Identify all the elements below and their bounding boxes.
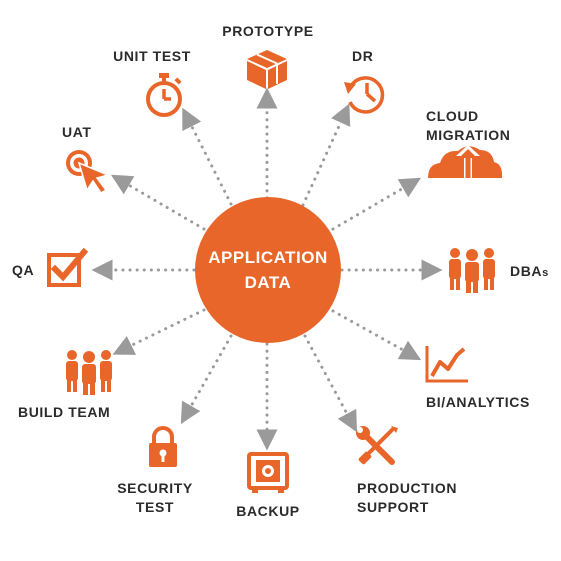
people-group-icon <box>446 246 498 294</box>
hub-title-line2: DATA <box>244 273 292 292</box>
node-unit-test-label: UNIT TEST <box>113 48 191 64</box>
connector-bi <box>331 309 422 361</box>
padlock-icon <box>147 426 179 468</box>
connector-unit-test <box>182 107 233 206</box>
connector-build-team <box>112 308 206 355</box>
safe-icon <box>247 452 289 494</box>
line-chart-icon <box>424 344 470 384</box>
box-icon <box>245 48 289 90</box>
node-backup-label: BACKUP <box>236 503 300 519</box>
connector-uat <box>110 174 206 231</box>
connector-cloud <box>331 177 422 231</box>
hub-circle: APPLICATION DATA <box>195 197 341 343</box>
connector-security <box>180 334 233 425</box>
node-cloud-label: CLOUD MIGRATION <box>426 108 511 143</box>
node-production-label: PRODUCTION SUPPORT <box>357 480 458 515</box>
node-security-label: SECURITY TEST <box>117 480 193 515</box>
wrench-screwdriver-icon <box>354 424 400 470</box>
connector-dr <box>301 103 351 207</box>
hub-title-line1: APPLICATION <box>208 248 328 267</box>
checkbox-icon <box>46 248 88 290</box>
connector-production <box>303 334 357 433</box>
clock-restore-icon <box>342 72 388 116</box>
node-build-team-label: BUILD TEAM <box>18 404 111 420</box>
node-dbas-label: DBAs <box>510 263 549 279</box>
node-qa-label: QA <box>12 262 35 278</box>
stopwatch-icon <box>144 72 184 118</box>
node-bi-label: BI/ANALYTICS <box>426 394 530 410</box>
node-prototype-label: PROTOTYPE <box>222 23 314 39</box>
people-group-icon <box>63 348 115 396</box>
node-uat-label: UAT <box>62 124 92 140</box>
node-dr-label: DR <box>352 48 374 64</box>
target-cursor-icon <box>64 148 116 196</box>
cloud-upload-icon <box>426 140 504 180</box>
